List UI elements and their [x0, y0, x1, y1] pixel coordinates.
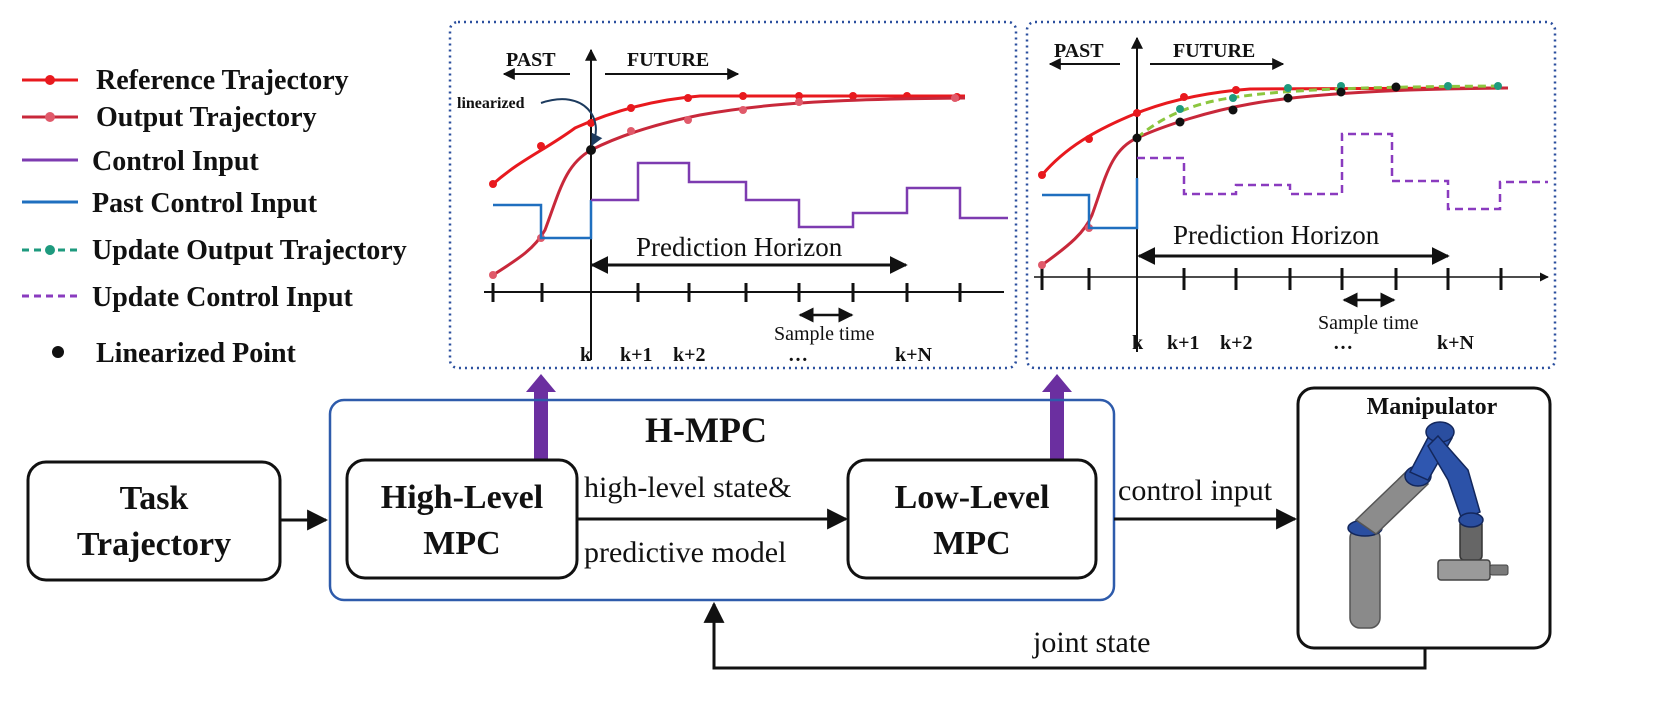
legend-label-past-control: Past Control Input	[92, 188, 318, 219]
manipulator-block: Manipulator	[1296, 386, 1552, 650]
flow-arrows	[280, 508, 1427, 670]
left-linearized-label: linearized	[457, 95, 525, 112]
right-tick-k1: k+1	[1167, 332, 1200, 354]
right-reference-markers	[1038, 86, 1240, 179]
high-level-label-line1: High-Level	[381, 479, 543, 516]
low-level-label-line1: Low-Level	[895, 479, 1050, 516]
left-past-label: PAST	[506, 49, 556, 71]
right-past-control-line	[1042, 178, 1139, 230]
right-plot: PAST FUTURE Prediction Horizon	[1025, 20, 1557, 370]
edge-label-state-line2: predictive model	[584, 536, 786, 569]
left-future-label: FUTURE	[627, 49, 709, 71]
edge-label-joint-state: joint state	[1032, 626, 1150, 659]
legend-label-update-control: Update Control Input	[92, 282, 354, 313]
purple-arrows	[526, 374, 1072, 460]
right-tick-ellipsis: …	[1333, 332, 1353, 354]
legend-label-update-output: Update Output Trajectory	[92, 235, 407, 266]
left-tick-k1: k+1	[620, 344, 653, 366]
high-level-label-line2: MPC	[423, 525, 500, 562]
left-plot-frame	[448, 20, 1018, 370]
low-level-label-line2: MPC	[933, 525, 1010, 562]
right-tick-kn: k+N	[1437, 332, 1475, 354]
left-past-control-line	[493, 200, 593, 240]
robot-arm-illustration	[1347, 421, 1509, 629]
right-past-label: PAST	[1054, 40, 1104, 62]
low-level-up-arrow-head	[1042, 374, 1072, 392]
low-level-up-arrow-shaft	[1050, 392, 1064, 460]
arrow-joint-state-feedback	[703, 601, 1427, 670]
right-tick-k2: k+2	[1220, 332, 1253, 354]
legend-item-update-output: Update Output Trajectory	[22, 235, 407, 266]
high-level-up-arrow-head	[526, 374, 556, 392]
edge-label-control-input: control input	[1118, 474, 1273, 507]
left-tick-k: k	[580, 344, 592, 366]
legend-item-past-control: Past Control Input	[22, 188, 318, 219]
left-tick-ellipsis: …	[788, 344, 808, 366]
left-linearized-arrow	[540, 98, 603, 147]
right-plot-frame	[1025, 20, 1557, 370]
high-level-up-arrow-shaft	[534, 392, 548, 460]
left-reference-markers	[489, 92, 961, 188]
right-future-label: FUTURE	[1173, 40, 1255, 62]
left-axis-ticks	[491, 283, 962, 302]
task-label-line2: Trajectory	[77, 526, 231, 563]
hmpc-title: H-MPC	[645, 410, 767, 450]
right-axis-ticks	[1040, 268, 1503, 290]
left-linearized-point	[586, 145, 596, 155]
task-trajectory-block: Task Trajectory	[26, 460, 282, 582]
legend-item-reference: Reference Trajectory	[22, 65, 349, 96]
legend: Reference Trajectory Output Trajectory C…	[22, 65, 407, 369]
left-horizon-label: Prediction Horizon	[636, 232, 843, 262]
right-horizon-label: Prediction Horizon	[1173, 220, 1380, 250]
hmpc-frame: H-MPC	[328, 398, 1116, 602]
legend-item-update-control: Update Control Input	[22, 282, 354, 313]
left-tick-k2: k+2	[673, 344, 706, 366]
right-update-control-line	[1137, 132, 1548, 211]
legend-item-output: Output Trajectory	[22, 102, 317, 133]
legend-label-reference: Reference Trajectory	[96, 65, 349, 96]
high-level-mpc-block: High-Level MPC	[345, 458, 579, 580]
legend-label-linearized-point: Linearized Point	[96, 338, 297, 369]
left-tick-kn: k+N	[895, 344, 933, 366]
low-level-mpc-block: Low-Level MPC	[846, 458, 1098, 580]
left-sample-time-label: Sample time	[774, 323, 875, 345]
legend-item-control: Control Input	[22, 146, 259, 177]
right-sample-time-label: Sample time	[1318, 312, 1419, 334]
manipulator-title: Manipulator	[1367, 394, 1498, 420]
right-update-output-curve	[1136, 84, 1501, 140]
legend-label-output: Output Trajectory	[96, 102, 317, 133]
left-control-line	[591, 161, 1008, 229]
legend-item-linearized-point: Linearized Point	[52, 338, 297, 369]
left-plot: PAST FUTURE linearized Prediction Horizo…	[448, 20, 1018, 370]
edge-label-state-line1: high-level state&	[584, 471, 791, 504]
right-linearized-points	[1132, 82, 1401, 143]
left-reference-curve	[492, 94, 965, 186]
legend-label-control: Control Input	[92, 146, 259, 177]
task-label-line1: Task	[120, 480, 189, 517]
right-tick-k: k	[1132, 332, 1144, 354]
